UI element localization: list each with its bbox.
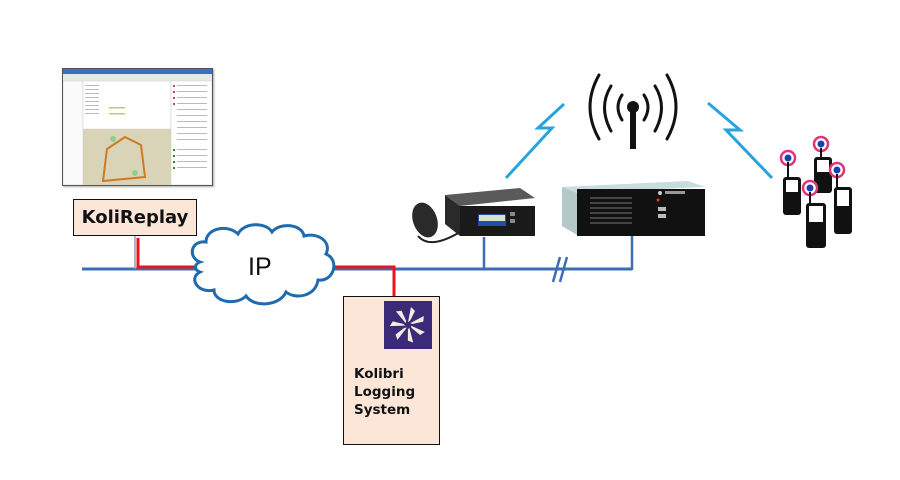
ip-network-label: IP (248, 253, 272, 281)
kolibri-logo-icon (384, 301, 432, 349)
koli-replay-label: KoliReplay (81, 207, 189, 228)
link-break-mark (551, 256, 562, 283)
handheld-radio (801, 179, 826, 248)
handheld-radio (812, 135, 832, 193)
ip-cloud-icon (190, 223, 336, 306)
mobile-radio-icon (412, 188, 535, 243)
kolibri-logging-label: Kolibri Logging System (354, 366, 416, 418)
backbone-line (82, 228, 634, 283)
app-screenshot-thumbnail (63, 69, 212, 185)
handheld-radio (828, 161, 852, 234)
repeater-icon (562, 181, 705, 236)
koli-replay-screenshot (62, 68, 213, 186)
kolibri-logging-node: Kolibri Logging System (343, 296, 440, 445)
koli-replay-node: KoliReplay (73, 199, 197, 236)
handheld-radio (779, 149, 801, 215)
wireless-link-right-icon (707, 101, 774, 180)
antenna-icon (588, 73, 678, 149)
wireless-link-left-icon (504, 102, 566, 180)
ip-link-lines (136, 238, 396, 296)
handheld-radios-icon (779, 135, 852, 248)
